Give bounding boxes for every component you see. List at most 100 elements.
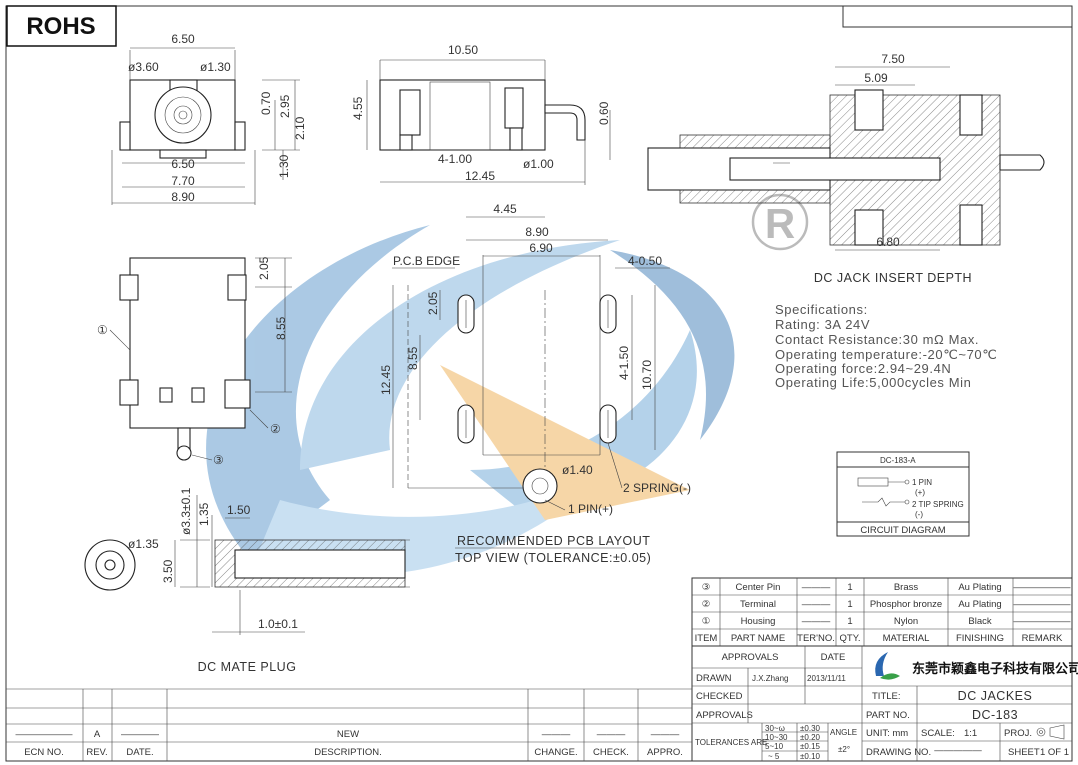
rohs-label: ROHS <box>26 13 95 40</box>
rev-change: ——— <box>542 729 571 740</box>
rev-letter: A <box>94 729 101 740</box>
rev-check: ——— <box>597 729 626 740</box>
sheet-border <box>5 5 1073 762</box>
pcb-dim-6-90: 6.90 <box>529 241 553 255</box>
bom-row: ③ Center Pin ——— 1 Brass Au Plating ————… <box>702 582 1071 593</box>
top-callout-1: ① <box>97 323 108 337</box>
spec-force: Operating force:2.94~29.4N <box>775 361 951 376</box>
tb-angle-label: ANGLE <box>830 728 857 737</box>
circuit-pin2: 2 TIP SPRING <box>912 500 964 509</box>
front-dim-6-50b: 6.50 <box>171 157 195 171</box>
circuit-pin2-sign: (-) <box>915 510 923 519</box>
pcb-pin-label: 1 PIN(+) <box>568 502 613 516</box>
tol-range: ~ 5 <box>768 752 780 761</box>
company-name: 东莞市颖鑫电子科技有限公司 <box>912 661 1078 677</box>
specifications: Specifications: Rating: 3A 24V Contact R… <box>775 302 997 390</box>
tb-date-head: DATE <box>821 652 846 663</box>
svg-text:R: R <box>765 200 795 247</box>
front-dim-6-50: 6.50 <box>171 32 195 46</box>
pcb-caption-1: RECOMMENDED PCB LAYOUT <box>457 534 650 548</box>
front-dim-0-70: 0.70 <box>259 91 273 115</box>
insert-depth-view: 7.50 5.09 6.80 DC JACK INSERT DEPTH <box>647 52 1045 285</box>
pcb-layout-view: 4.45 8.90 6.90 4-0.50 2.05 8.55 12.45 4-… <box>379 202 691 565</box>
rev-head-ecn: ECN NO. <box>24 747 64 758</box>
tb-title-label: TITLE: <box>872 691 901 702</box>
front-dim-2-10: 2.10 <box>293 116 307 140</box>
svg-text:③: ③ <box>702 582 711 593</box>
svg-text:Terminal: Terminal <box>740 599 776 610</box>
pcb-slot-3 <box>457 404 475 444</box>
svg-text:MATERIAL: MATERIAL <box>883 633 930 644</box>
rev-date: ———— <box>121 729 160 740</box>
rev-head-desc: DESCRIPTION. <box>314 747 382 758</box>
pcb-dim-dia-1-40: ø1.40 <box>562 463 593 477</box>
svg-text:1: 1 <box>847 599 852 610</box>
circuit-title: DC-183-A <box>880 456 916 465</box>
tol-range: 10~30 <box>765 733 788 742</box>
tb-drawing-no: DRAWING NO. <box>866 747 931 758</box>
side-dim-10-50: 10.50 <box>448 43 478 57</box>
pcb-dim-8-90: 8.90 <box>525 225 549 239</box>
tb-scale: 1:1 <box>964 728 977 739</box>
svg-text:Black: Black <box>968 616 991 627</box>
tb-approvals-head: APPROVALS <box>722 652 779 663</box>
svg-text:Au Plating: Au Plating <box>958 582 1001 593</box>
insert-dim-5-09: 5.09 <box>864 71 888 85</box>
svg-text:———: ——— <box>802 616 831 627</box>
svg-text:ITEM: ITEM <box>695 633 718 644</box>
pcb-dim-4-1-50: 4-1.50 <box>617 346 631 380</box>
tb-tolerances-label: TOLERANCES ARE <box>695 738 767 747</box>
tb-scale-label: SCALE: <box>921 728 955 739</box>
svg-text:Phosphor bronze: Phosphor bronze <box>870 599 942 610</box>
rev-head-change: CHANGE. <box>534 747 577 758</box>
spec-rating: Rating: 3A 24V <box>775 317 870 332</box>
mate-plug-view: ø1.35 1.50 1.35 ø3.3±0.1 3.50 1.0±0.1 DC… <box>84 487 410 674</box>
side-view: 10.50 4.55 0.60 4-1.00 ø1.00 12.45 <box>351 43 611 185</box>
front-view: 6.50 ø3.60 ø1.30 0.70 2.95 2.10 1.30 6.5… <box>111 32 307 205</box>
bom-row: ② Terminal ——— 1 Phosphor bronze Au Plat… <box>702 599 1071 610</box>
insert-dim-7-50: 7.50 <box>881 52 905 66</box>
svg-text:———: ——— <box>802 599 831 610</box>
tol-range: 5~10 <box>765 742 784 751</box>
svg-text:Center Pin: Center Pin <box>736 582 781 593</box>
pcb-slot-4 <box>599 404 617 444</box>
front-dim-1-30: 1.30 <box>277 154 291 178</box>
tb-drawing-no-val: ————— <box>934 745 982 756</box>
front-dim-2-95: 2.95 <box>278 94 292 118</box>
tb-drawn-date: 2013/11/11 <box>807 674 846 683</box>
svg-text:Housing: Housing <box>741 616 776 627</box>
company-logo-icon <box>875 652 900 680</box>
svg-text:①: ① <box>702 616 711 627</box>
title-block: APPROVALS DATE DRAWN J.X.Zhang 2013/11/1… <box>691 645 1078 762</box>
plug-dim-dia-3-3: ø3.3±0.1 <box>179 487 193 535</box>
front-dim-7-70: 7.70 <box>171 174 195 188</box>
pcb-dim-4-45: 4.45 <box>493 202 517 216</box>
tb-proj: PROJ. <box>1004 728 1032 739</box>
circuit-diagram: DC-183-A 1 PIN (+) 2 TIP SPRING (-) CIRC… <box>836 451 970 537</box>
tb-approvals: APPROVALS <box>696 710 753 721</box>
top-dim-2-05: 2.05 <box>257 256 271 280</box>
tb-partno: DC-183 <box>972 708 1018 722</box>
svg-text:FINISHING: FINISHING <box>956 633 1004 644</box>
side-dim-dia-1-00: ø1.00 <box>523 157 554 171</box>
rev-head-rev: REV. <box>86 747 107 758</box>
rev-head-date: DATE. <box>126 747 153 758</box>
tb-title: DC JACKES <box>958 689 1033 703</box>
front-dim-dia-1-30: ø1.30 <box>200 60 231 74</box>
tol-value: ±0.10 <box>800 752 821 761</box>
svg-text:——————: —————— <box>1014 599 1072 610</box>
insert-dim-6-80: 6.80 <box>876 235 900 249</box>
tb-angle: ±2° <box>838 745 850 754</box>
pcb-dim-4-0-50: 4-0.50 <box>628 254 662 268</box>
svg-text:REMARK: REMARK <box>1022 633 1063 644</box>
plug-dim-1-0: 1.0±0.1 <box>258 617 298 631</box>
top-dim-8-55: 8.55 <box>274 316 288 340</box>
side-dim-0-60: 0.60 <box>597 101 611 125</box>
bom-row: ① Housing ——— 1 Nylon Black —————— <box>702 616 1071 627</box>
svg-text:1: 1 <box>847 616 852 627</box>
projection-symbol-icon <box>1036 724 1065 740</box>
svg-text:Au Plating: Au Plating <box>958 599 1001 610</box>
circuit-pin1-sign: (+) <box>915 488 925 497</box>
plug-dim-3-50: 3.50 <box>161 559 175 583</box>
